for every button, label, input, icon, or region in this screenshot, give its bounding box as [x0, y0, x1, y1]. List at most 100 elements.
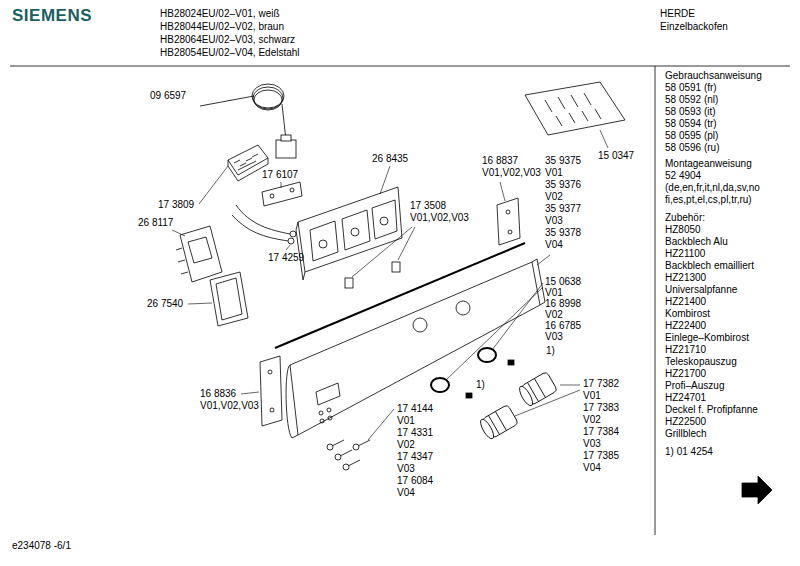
- leader-line: [172, 230, 185, 236]
- control-panel: [320, 419, 324, 423]
- callout-number: 17 7385: [583, 450, 619, 462]
- footnote-text: 1) 01 4254: [665, 446, 713, 458]
- control-panel: [327, 408, 331, 412]
- callout-number: 15 0638: [545, 276, 581, 288]
- side-bracket: [268, 370, 272, 374]
- callout-number: 35 9375: [545, 155, 581, 167]
- switch-assembly: [319, 240, 327, 248]
- footnote-mark: 1): [476, 379, 485, 391]
- next-page-arrow: [742, 476, 772, 504]
- leader-line: [188, 303, 212, 304]
- switch-assembly: [298, 187, 402, 272]
- wire-set: [236, 205, 290, 234]
- switch-assembly: [296, 222, 305, 280]
- control-knob: [528, 378, 546, 401]
- switch-assembly: [380, 217, 388, 225]
- callout-number: 15 0347: [598, 150, 634, 162]
- callout-number: 17 4331: [397, 427, 433, 439]
- callout-number: V01: [545, 167, 563, 179]
- leader-line: [560, 385, 580, 386]
- control-panel: [319, 411, 323, 415]
- callout-number: V01: [583, 390, 601, 402]
- callout-number: 16 8998: [545, 298, 581, 310]
- leader-line: [172, 130, 608, 440]
- callout-number: 17 4259: [268, 252, 304, 264]
- accessory-list: HZ21100: [665, 248, 705, 260]
- document-list: Gebrauchsanweisung: [665, 70, 762, 82]
- document-list: Montageanweisung: [665, 158, 752, 170]
- leader-line: [286, 245, 290, 250]
- accessory-list: Backblech Alu: [665, 236, 728, 248]
- brand-logo: SIEMENS: [12, 6, 92, 26]
- mounting-frame: [210, 272, 248, 326]
- capillary-thermostat: [276, 140, 296, 158]
- switch-assembly: [342, 210, 370, 250]
- control-panel: [413, 318, 427, 332]
- tab-part: [466, 393, 472, 398]
- callout-number: 17 7382: [583, 378, 619, 390]
- document-list: 58 0595 (pl): [665, 130, 718, 142]
- side-bracket: [508, 230, 512, 234]
- control-panel: [316, 383, 340, 405]
- callout-number: V03: [545, 215, 563, 227]
- control-knob: [517, 371, 557, 407]
- side-bracket: [260, 356, 282, 426]
- accessory-list: Grillblech: [665, 428, 707, 440]
- control-knob: [517, 384, 535, 407]
- callout-number: 17 4144: [397, 403, 433, 415]
- callout-number: V03: [397, 463, 415, 475]
- knob-ring: [431, 348, 496, 392]
- side-bracket: [506, 210, 510, 214]
- timer-module: [188, 237, 212, 263]
- accessory-list: HZ21700: [665, 368, 706, 380]
- callout-number: V01,V02,V03: [410, 212, 469, 224]
- callout-number: 16 8836: [200, 388, 236, 400]
- clip-part: [345, 262, 400, 288]
- leader-line: [241, 392, 259, 394]
- document-list: 58 0594 (tr): [665, 118, 717, 130]
- control-knob: [478, 371, 557, 440]
- terminal-block: [234, 154, 258, 170]
- callout-number: 26 8117: [138, 217, 173, 229]
- side-bracket: [260, 198, 520, 426]
- leader-line: [368, 409, 394, 440]
- frame-line: [10, 66, 790, 67]
- document-list: (de,en,fr,it,nl,da,sv,no: [665, 182, 760, 194]
- knob-ring: [478, 348, 496, 362]
- capillary-thermostat: [200, 84, 296, 158]
- callout-number: 16 6785: [545, 320, 581, 332]
- leader-line: [281, 182, 282, 188]
- accessory-list: Profi–Auszug: [665, 380, 724, 392]
- capillary-thermostat: [253, 87, 283, 109]
- callout-number: V03: [583, 438, 601, 450]
- timer-module: [176, 248, 188, 274]
- tab-part: [508, 360, 514, 365]
- wire-set: [232, 205, 296, 244]
- leader-line: [352, 227, 412, 277]
- callout-number: V01,V02,V03: [482, 167, 541, 179]
- callout-number: 35 9376: [545, 179, 581, 191]
- capillary-thermostat: [254, 90, 282, 110]
- switch-assembly: [310, 221, 338, 261]
- control-panel: [286, 365, 298, 438]
- push-button: [343, 464, 349, 470]
- accessory-list: HZ24701: [665, 392, 706, 404]
- push-button: [327, 444, 333, 450]
- model-number: HB28064EU/02–V03, schwarz: [160, 34, 295, 46]
- model-number: HB28024EU/02–V01, weiß: [160, 8, 280, 20]
- callout-number: 26 8435: [372, 153, 408, 165]
- leader-line: [500, 182, 505, 201]
- leader-line: [537, 255, 550, 265]
- switch-assembly: [372, 200, 397, 239]
- screw-bag: [525, 82, 625, 135]
- callout-number: V03: [545, 331, 563, 343]
- accessory-list: HZ22400: [665, 320, 706, 332]
- callout-number: 26 7540: [147, 298, 183, 310]
- bracket-plate: [262, 182, 302, 206]
- switch-assembly: [296, 187, 402, 280]
- callout-number: 16 8837: [482, 155, 518, 167]
- accessory-list: Universalpfanne: [665, 284, 737, 296]
- accessory-list: Deckel f. Profipfanne: [665, 404, 758, 416]
- callout-number: 17 3508: [410, 200, 446, 212]
- next-page-arrow: [742, 476, 772, 504]
